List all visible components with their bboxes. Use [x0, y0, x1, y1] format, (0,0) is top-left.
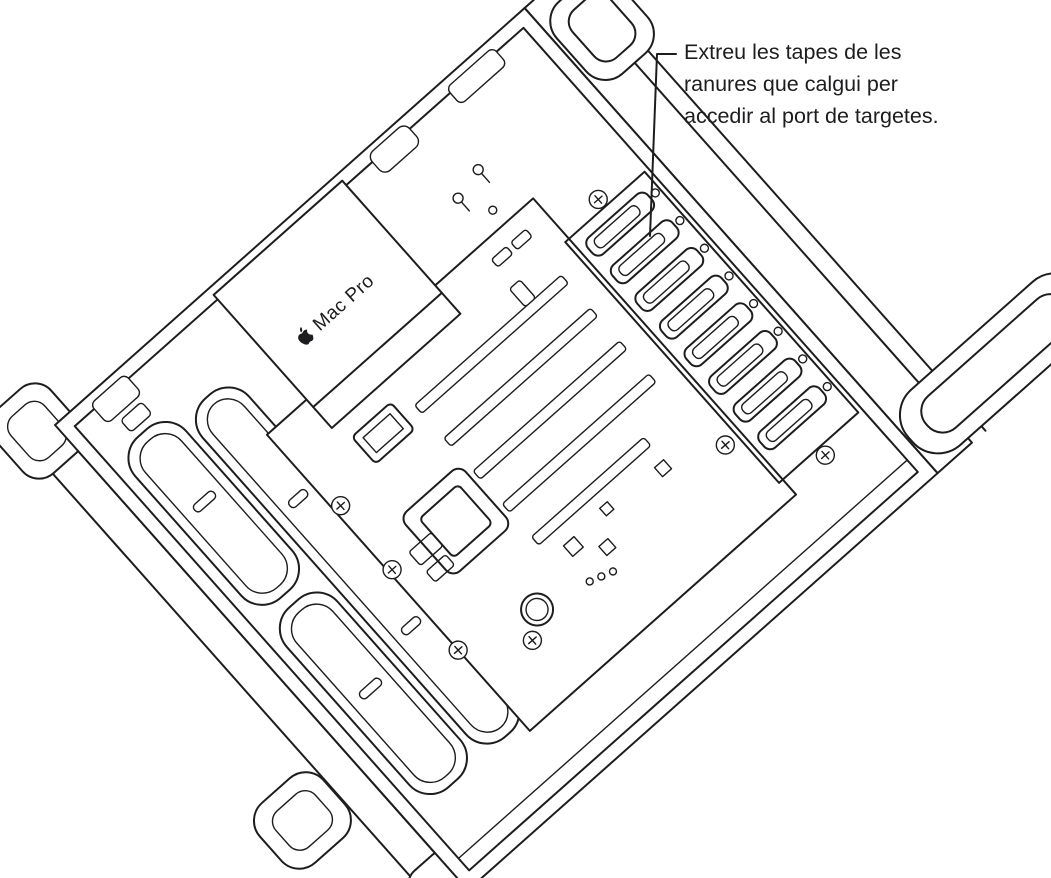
handle-far	[898, 272, 1051, 455]
slot-cover	[609, 215, 685, 285]
slot-cover	[732, 354, 808, 423]
pcie-slot	[444, 308, 598, 446]
callout-text-line: Extreu les tapes de les	[684, 40, 902, 64]
fan-module-1	[127, 420, 301, 606]
slot-cover	[708, 326, 783, 395]
case-floor-line	[457, 459, 908, 860]
shelf-bracket	[369, 125, 420, 173]
shelf-bracket	[447, 49, 506, 104]
pcie-slots	[415, 275, 656, 545]
pcie-slot	[531, 437, 651, 545]
power-connector	[509, 280, 536, 307]
io-ports	[491, 229, 536, 307]
power-supply: Mac Pro	[212, 179, 462, 429]
usb-c-port	[491, 246, 513, 267]
corner-bracket	[91, 375, 152, 432]
pcie-slot	[415, 275, 568, 413]
callout-text-line: accedir al port de targetes.	[684, 104, 939, 128]
pcie-slot	[502, 374, 656, 512]
handle-near	[549, 0, 655, 81]
battery	[520, 592, 555, 627]
callout-leader-line	[649, 53, 677, 237]
usb-c-port	[511, 229, 532, 250]
apple-logo-icon	[298, 326, 314, 345]
standoff-pin-icon	[488, 205, 498, 215]
board-chips	[562, 459, 673, 586]
memory-bracket	[352, 403, 414, 463]
slot-cover	[634, 243, 710, 312]
slot-cover	[757, 381, 832, 451]
callout-text-line: ranures que calgui per	[684, 72, 898, 96]
slot-cover-rail	[564, 170, 860, 484]
slot-cover	[683, 298, 759, 368]
board-connectors	[409, 532, 455, 582]
slot-cover	[658, 271, 734, 340]
slot-covers	[585, 188, 832, 451]
foot-bottom	[252, 771, 352, 870]
fan-module-2	[278, 591, 468, 796]
foot-left	[0, 382, 86, 480]
pcie-slot	[473, 341, 627, 479]
slot-cover	[585, 188, 661, 257]
callout: Extreu les tapes de les ranures que calg…	[684, 36, 1051, 132]
